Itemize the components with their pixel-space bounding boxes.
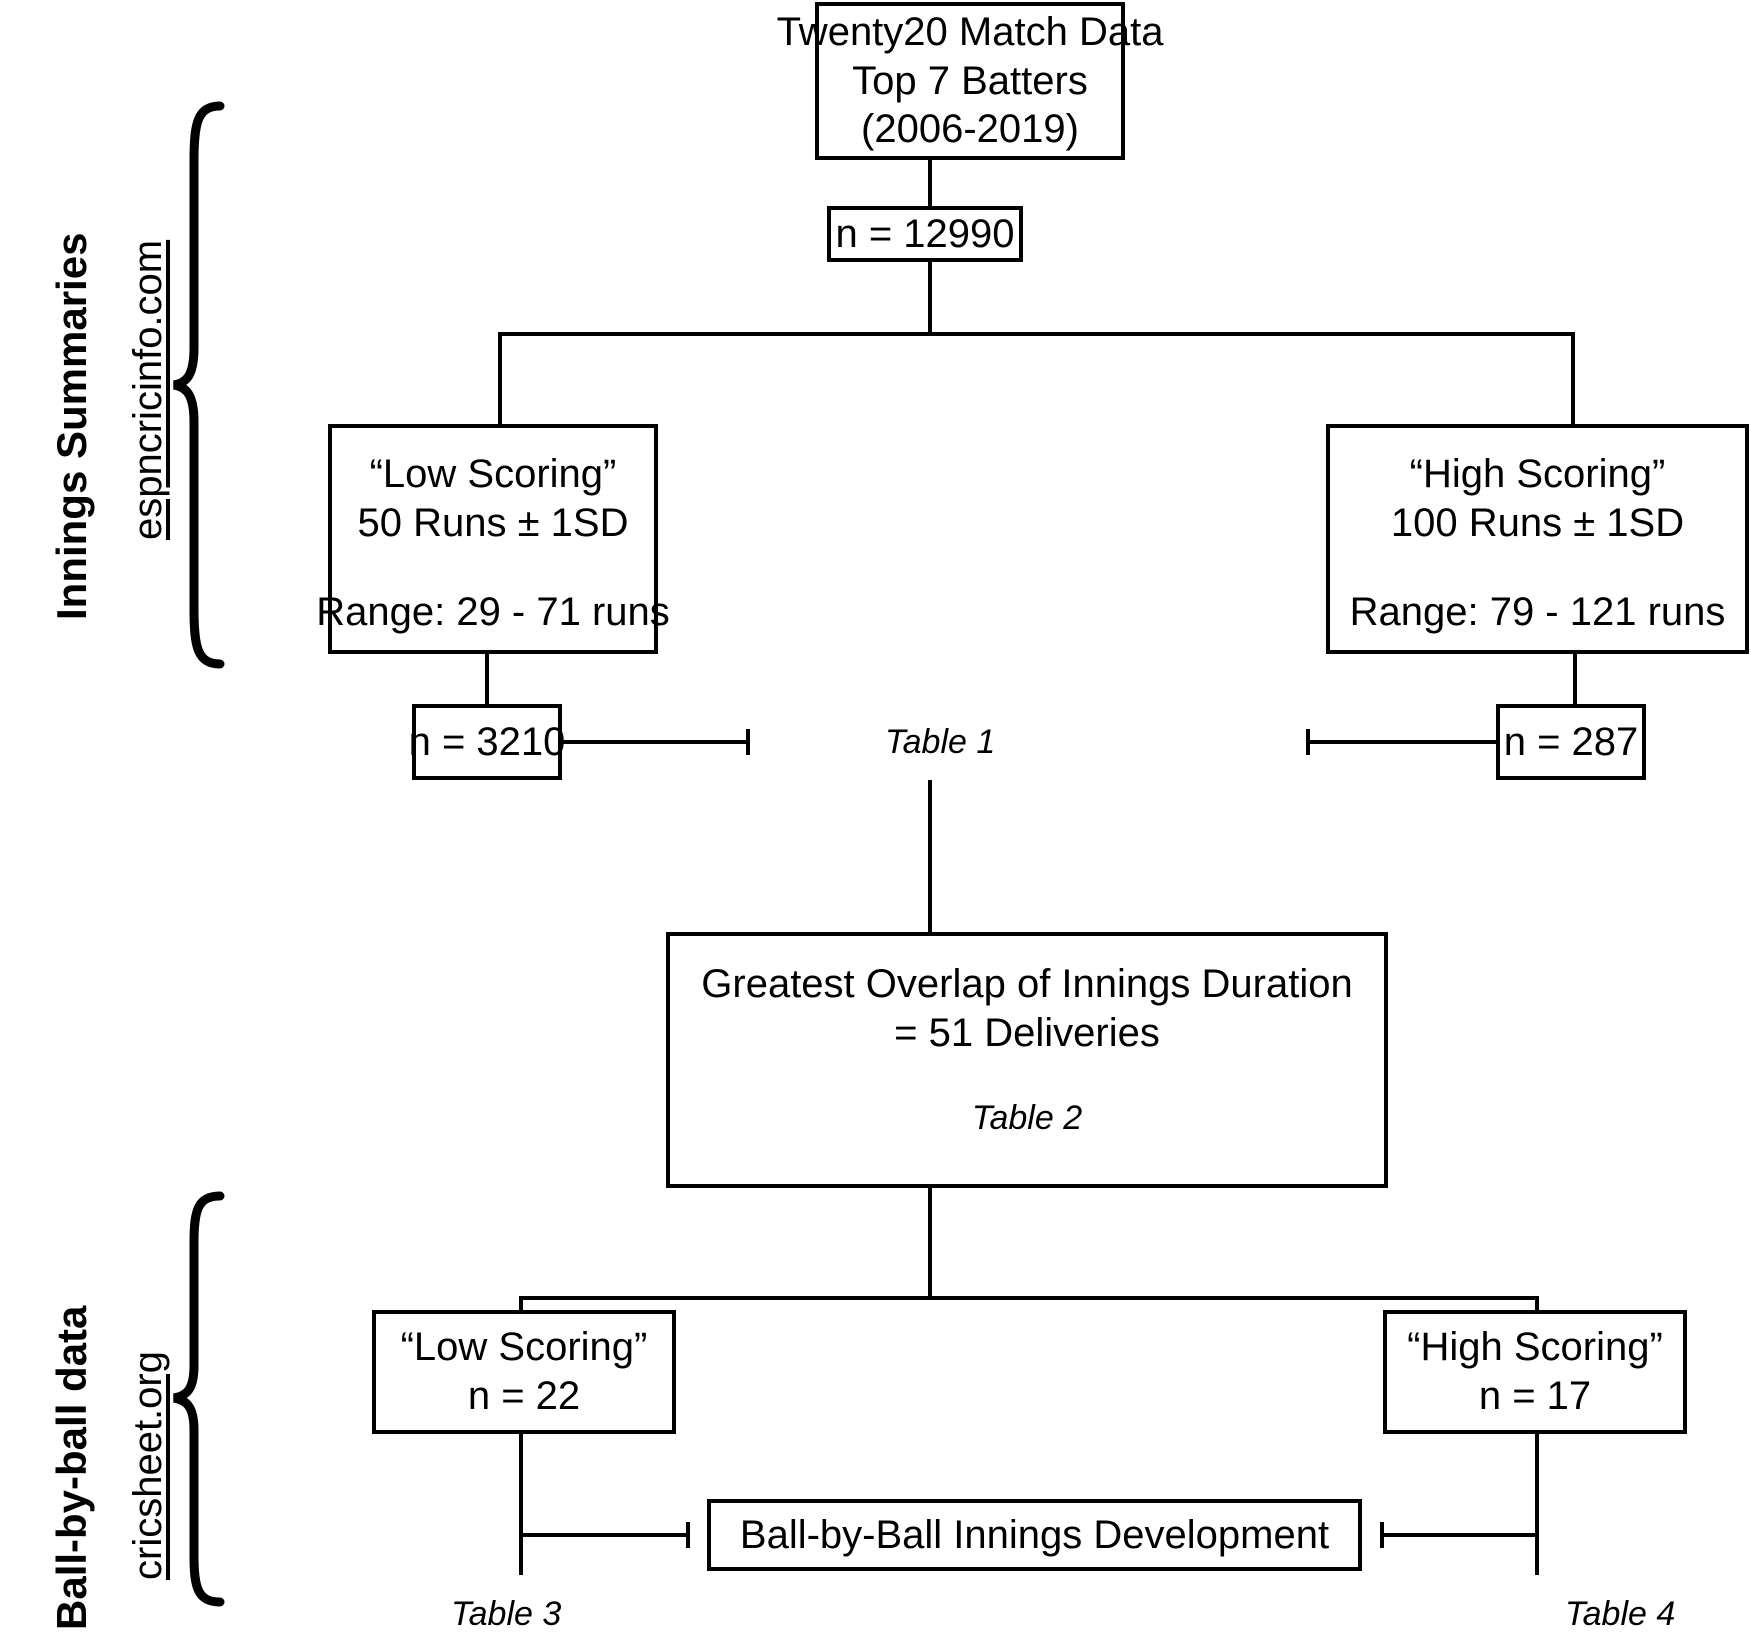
bbb-low-scoring-n: n = 22 [467,1374,581,1418]
overlap-line-1: Greatest Overlap of Innings Duration [701,962,1353,1006]
bbb-high-scoring-box: “High Scoring” n = 17 [1383,1310,1687,1434]
connector-bbb-split-horizontal [519,1296,1539,1300]
bbb-low-scoring-label: “Low Scoring” [400,1325,648,1370]
high-scoring-box: “High Scoring” 100 Runs ± 1SD Range: 79 … [1326,424,1749,654]
low-scoring-n-box: n = 3210 [409,704,565,780]
connector-split-left-down [498,332,502,426]
high-scoring-criterion: 100 Runs ± 1SD [1390,500,1685,545]
overlap-table-label: Table 2 [971,1098,1083,1137]
low-scoring-n-value: n = 3210 [408,719,566,764]
connector-low-to-n [485,650,489,708]
table1-left-line [560,740,750,744]
total-n-value: n = 12990 [835,211,1015,256]
overlap-line-2: = 51 Deliveries [894,1010,1160,1055]
table1-label: Table 1 [885,723,996,761]
connector-total-down [928,262,932,334]
bbb-high-scoring-n: n = 17 [1478,1374,1592,1418]
connector-split-horizontal [498,332,1575,336]
connector-bbb-split-right-down [1535,1296,1539,1314]
connector-to-overlap [928,780,932,936]
source-data-line-3: (2006-2019) [861,107,1079,152]
source-data-line-1: Twenty20 Match Data [776,9,1164,54]
low-scoring-box: “Low Scoring” 50 Runs ± 1SD Range: 29 - … [316,424,670,654]
bbb-high-scoring-label: “High Scoring” [1407,1325,1663,1370]
table4-whisker-line [1380,1533,1537,1537]
high-scoring-label: “High Scoring” [1409,452,1666,496]
table3-whisker-line [519,1533,689,1537]
connector-high-to-n [1573,650,1577,708]
table3-label: Table 3 [451,1595,562,1633]
side-label-ball-by-ball-data: Ball-by-ball data [48,1305,95,1630]
side-label-innings-summaries: Innings Summaries [48,232,95,620]
low-scoring-criterion: 50 Runs ± 1SD [357,500,629,545]
brace-innings-summaries [168,100,228,670]
total-n-box: n = 12990 [827,206,1023,262]
high-scoring-n-box: n = 287 [1496,704,1646,780]
table1-right-endcap [1306,729,1310,755]
source-data-line-2: Top 7 Batters [852,58,1088,103]
source-data-box: Twenty20 Match Data Top 7 Batters (2006-… [777,2,1163,160]
table4-whisker-endcap [1380,1522,1384,1548]
connector-split-right-down [1571,332,1575,426]
connector-overlap-down [928,1186,932,1298]
overlap-box: Greatest Overlap of Innings Duration = 5… [666,932,1388,1188]
bbb-low-scoring-box: “Low Scoring” n = 22 [372,1310,676,1434]
bbb-development-box: Ball-by-Ball Innings Development [707,1499,1362,1571]
low-scoring-label: “Low Scoring” [369,452,617,496]
table1-right-line [1306,740,1498,744]
high-scoring-n-value: n = 287 [1503,719,1639,764]
high-scoring-range: Range: 79 - 121 runs [1349,589,1726,634]
brace-ball-by-ball [168,1190,228,1610]
side-label-espncricinfo: espncricinfo.com [126,239,170,540]
table3-drop-line [519,1434,523,1575]
connector-top-to-total [928,158,932,210]
table4-drop-line [1535,1434,1539,1575]
table4-label: Table 4 [1565,1595,1676,1633]
connector-bbb-split-left-down [519,1296,523,1314]
table3-whisker-endcap [686,1522,690,1548]
side-label-cricsheet: cricsheet.org [126,1351,170,1580]
bbb-development-label: Ball-by-Ball Innings Development [739,1512,1330,1557]
low-scoring-range: Range: 29 - 71 runs [316,589,670,634]
table1-left-endcap [746,729,750,755]
